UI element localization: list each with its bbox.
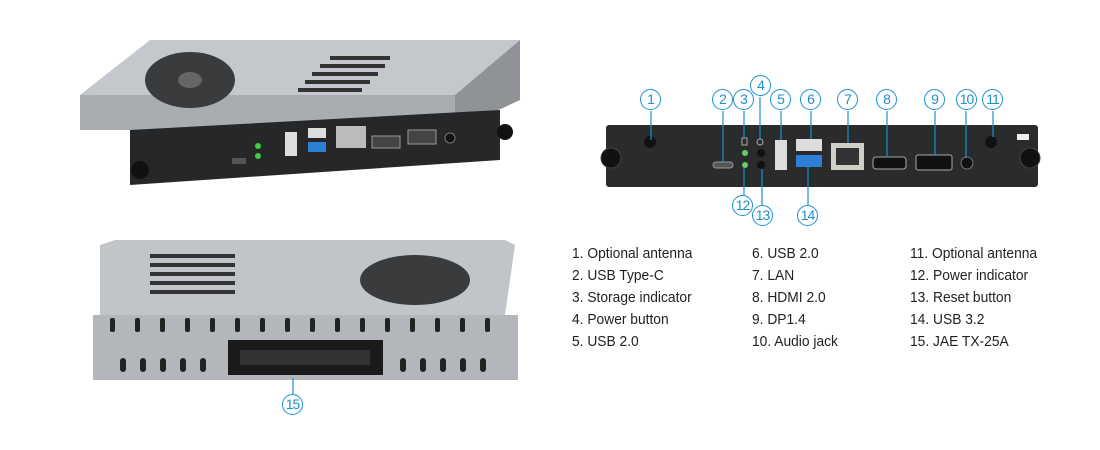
legend-item: 2. USB Type-C	[572, 267, 664, 284]
device-rear-view	[93, 240, 518, 395]
callout-14: 14	[797, 205, 818, 226]
legend-item: 15. JAE TX-25A	[910, 333, 1009, 350]
callout-1: 1	[640, 89, 661, 110]
legend-item: 12. Power indicator	[910, 267, 1029, 284]
vent-slot	[335, 318, 340, 332]
legend-item: 7. LAN	[752, 267, 795, 284]
vent-slot	[410, 318, 415, 332]
legend-item: 6. USB 2.0	[752, 245, 819, 262]
legend-item: 4. Power button	[572, 311, 669, 328]
vent-slot	[485, 318, 490, 332]
legend-item: 5. USB 2.0	[572, 333, 639, 350]
vent-hole	[480, 358, 486, 372]
callout-11: 11	[982, 89, 1003, 110]
legend-item: 9. DP1.4	[752, 311, 806, 328]
vent-slot	[210, 318, 215, 332]
vent-slot	[160, 318, 165, 332]
legend-item: 1. Optional antenna	[572, 245, 693, 262]
callout-8: 8	[876, 89, 897, 110]
vent-hole	[120, 358, 126, 372]
callout-leaders	[650, 97, 994, 205]
legend-item: 3. Storage indicator	[572, 289, 692, 306]
callout-9: 9	[924, 89, 945, 110]
vent-slot	[435, 318, 440, 332]
device-isometric-view	[80, 40, 520, 185]
callout-4: 4	[750, 75, 771, 96]
callout-15: 15	[282, 394, 303, 415]
legend-column-1: 1. Optional antenna 2. USB Type-C 3. Sto…	[572, 243, 703, 353]
vent-slot	[360, 318, 365, 332]
vent-slot	[185, 318, 190, 332]
callout-12: 12	[732, 195, 753, 216]
legend-item: 8. HDMI 2.0	[752, 289, 826, 306]
callout-2: 2	[712, 89, 733, 110]
vent-hole	[140, 358, 146, 372]
vent-hole	[400, 358, 406, 372]
vent-slot	[285, 318, 290, 332]
legend-column-2: 6. USB 2.0 7. LAN 8. HDMI 2.0 9. DP1.4 1…	[752, 243, 845, 353]
callout-13: 13	[752, 205, 773, 226]
legend-item: 11. Optional antenna	[910, 245, 1038, 262]
vent-slot	[260, 318, 265, 332]
vent-hole	[200, 358, 206, 372]
legend-item: 14. USB 3.2	[910, 311, 985, 328]
vent-slot	[460, 318, 465, 332]
callout-10: 10	[956, 89, 977, 110]
legend-column-3: 11. Optional antenna 12. Power indicator…	[910, 243, 1048, 353]
callout-3: 3	[733, 89, 754, 110]
legend-item: 13. Reset button	[910, 289, 1012, 306]
callout-5: 5	[770, 89, 791, 110]
vent-slot	[235, 318, 240, 332]
vent-hole	[160, 358, 166, 372]
vent-slot	[135, 318, 140, 332]
callout-6: 6	[800, 89, 821, 110]
callout-7: 7	[837, 89, 858, 110]
legend-item: 10. Audio jack	[752, 333, 838, 350]
vent-hole	[440, 358, 446, 372]
vent-slot	[310, 318, 315, 332]
vent-hole	[180, 358, 186, 372]
vent-hole	[420, 358, 426, 372]
vent-slot	[110, 318, 115, 332]
vent-slot	[385, 318, 390, 332]
vent-hole	[460, 358, 466, 372]
device-front-panel	[600, 125, 1041, 187]
